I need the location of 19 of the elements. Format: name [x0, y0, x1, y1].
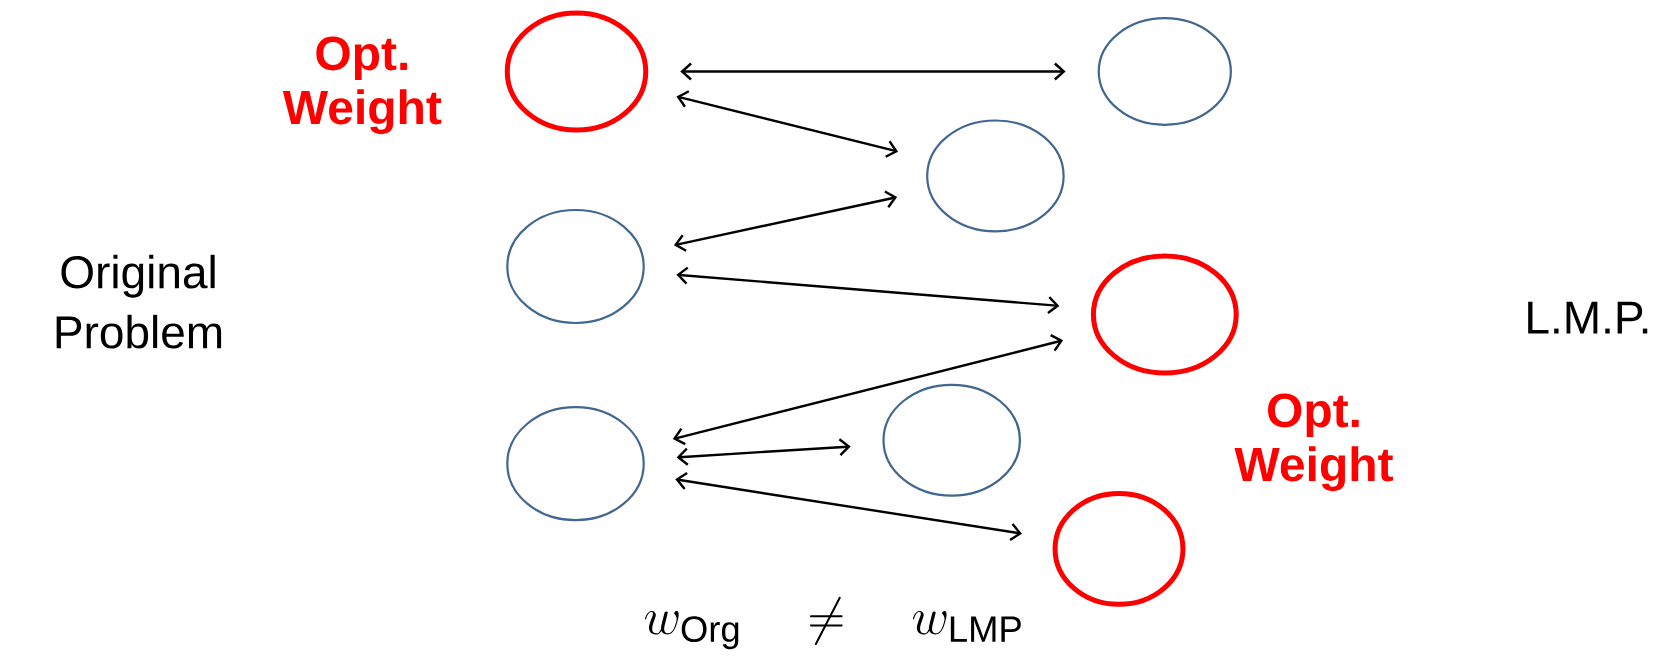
ellipse [506, 406, 645, 522]
ellipse [926, 119, 1065, 233]
ellipse [1097, 17, 1232, 126]
node-caption: Opt. Weight [1234, 393, 1393, 492]
double-arrow [680, 62, 1066, 81]
ellipse [1052, 491, 1186, 607]
side-label: L.M.P. [1528, 301, 1648, 334]
double-arrow [676, 90, 899, 158]
double-arrow [676, 266, 1060, 314]
ellipse [882, 383, 1021, 497]
ellipse [506, 208, 645, 325]
node-caption: Opt. Weight [282, 36, 442, 135]
side-label: Original Problem [56, 254, 222, 349]
double-arrow [675, 472, 1022, 541]
double-arrow [673, 190, 898, 252]
double-arrow [672, 334, 1064, 446]
ellipse [1090, 253, 1239, 376]
formula: $w_{\mathrm{Org}} \quad \neq \quad w_{\mathrm{LMP}}$ [645, 596, 1021, 650]
double-arrow [676, 438, 851, 466]
